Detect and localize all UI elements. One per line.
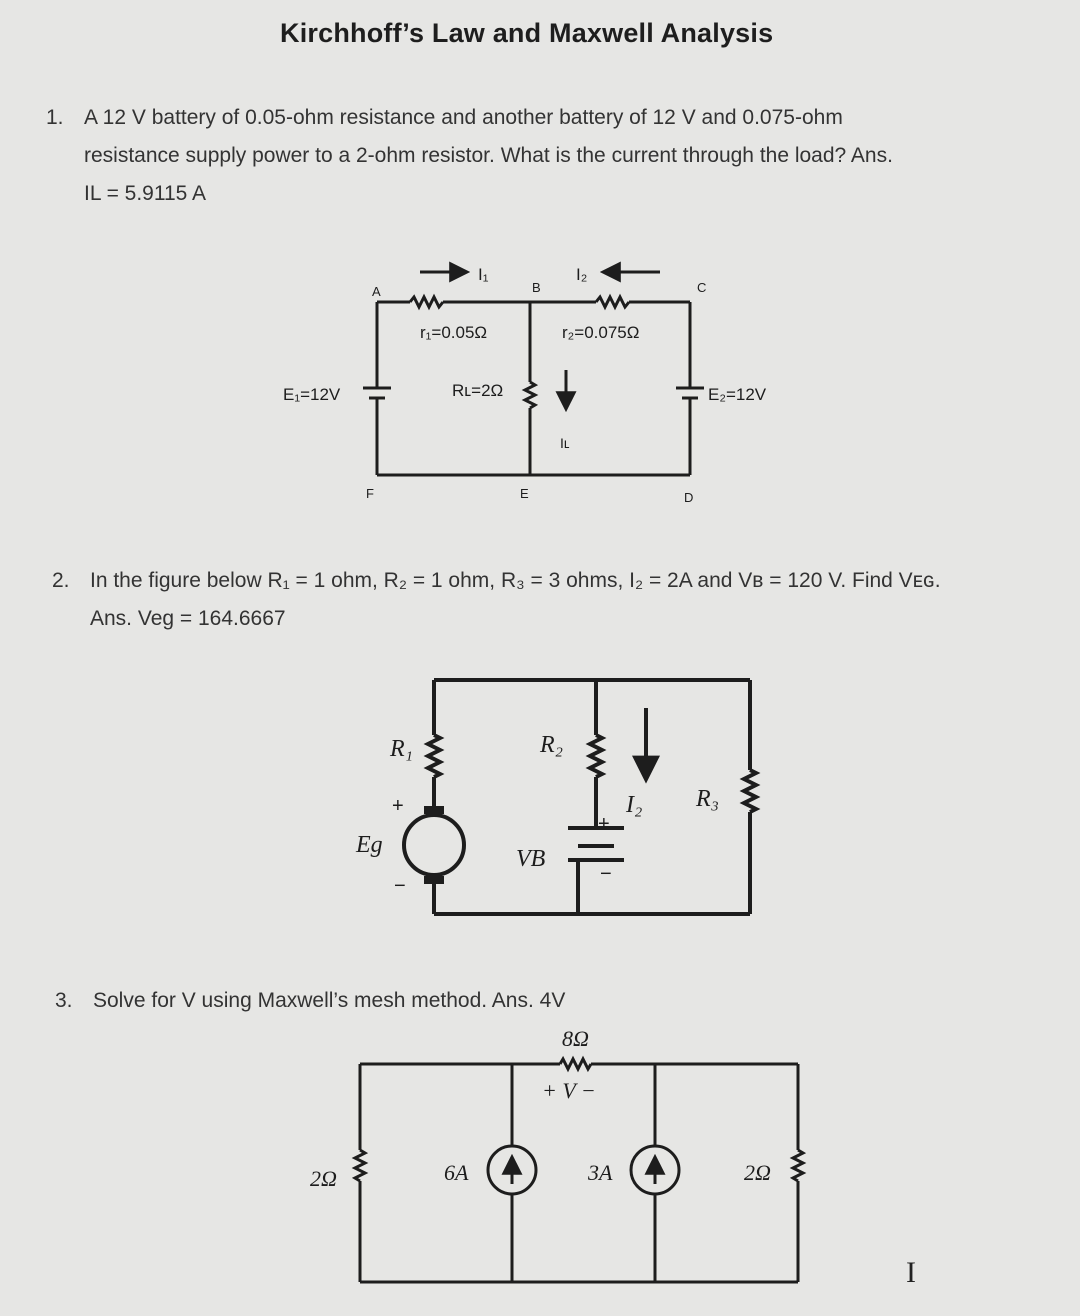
resistor-r1-symbol — [408, 293, 445, 311]
label-plus-vb: + — [598, 813, 610, 835]
label-r2: R₂ — [539, 732, 563, 758]
problem-2: 2. In the figure below R₁ = 1 ohm, R₂ = … — [52, 562, 941, 638]
problem-answer: IL = 5.9115 A — [84, 182, 207, 205]
resistor-r1-symbol — [423, 733, 445, 779]
label-2ohm-left: 2Ω — [310, 1166, 337, 1191]
node-label-e: E — [520, 486, 529, 501]
label-e2: E₂=12V — [708, 385, 767, 404]
label-rl: Rʟ=2Ω — [452, 381, 503, 400]
circuit-1 — [363, 261, 704, 477]
resistor-r2-symbol — [585, 733, 607, 779]
problem-number: 1. — [46, 106, 64, 129]
problem-text-line: resistance supply power to a 2-ohm resis… — [84, 144, 893, 167]
label-i2: I₂ — [576, 265, 587, 284]
label-r1: r₁=0.05Ω — [420, 323, 487, 342]
circuit-3-labels: 8Ω + V − 2Ω 2Ω 6A 3A — [310, 1026, 771, 1191]
node-label-f: F — [366, 486, 374, 501]
text-cursor-icon: I — [906, 1256, 916, 1289]
node-label-b: B — [532, 280, 541, 295]
label-i2: I₂ — [625, 792, 642, 818]
node-label-d: D — [684, 490, 693, 505]
battery-e2-symbol — [676, 386, 704, 400]
circuit-2-labels: R₁ R₂ R₃ Eg VB I₂ + − + − — [355, 732, 719, 897]
resistor-rl-symbol — [521, 380, 539, 410]
label-plus-eg: + — [392, 795, 404, 817]
problem-number: 2. — [52, 569, 70, 592]
label-r2: r₂=0.075Ω — [562, 323, 639, 342]
label-r3: R₃ — [695, 786, 719, 812]
circuit-3 — [351, 1055, 807, 1284]
resistor-2ohm-left-symbol — [351, 1148, 369, 1183]
label-3a: 3A — [587, 1160, 613, 1185]
label-il: Iʟ — [560, 435, 570, 451]
circuit-2 — [402, 678, 761, 916]
circuit-1-labels: A B C F E D I₁ I₂ Iʟ r₁=0.05Ω r₂=0.075Ω … — [283, 265, 767, 505]
problem-text-line: Solve for V using Maxwell’s mesh method.… — [93, 989, 566, 1012]
label-v: + V − — [542, 1078, 596, 1103]
problem-answer: Ans. Veg = 164.6667 — [90, 607, 286, 630]
page-title: Kirchhoff’s Law and Maxwell Analysis — [280, 18, 774, 48]
problem-text-line: In the figure below R₁ = 1 ohm, R₂ = 1 o… — [90, 569, 941, 592]
label-minus-eg: − — [394, 875, 406, 897]
label-e1: E₁=12V — [283, 385, 341, 404]
resistor-2ohm-right-symbol — [789, 1148, 807, 1183]
battery-vb-symbol — [568, 826, 624, 862]
node-label-c: C — [697, 280, 706, 295]
label-minus-vb: − — [600, 863, 612, 885]
generator-brushes — [424, 806, 444, 884]
label-eg: Eg — [355, 832, 383, 858]
resistor-r3-symbol — [739, 768, 761, 814]
resistor-8ohm-symbol — [558, 1055, 593, 1073]
problem-text-line: A 12 V battery of 0.05-ohm resistance an… — [84, 106, 843, 129]
problem-1: 1. A 12 V battery of 0.05-ohm resistance… — [46, 99, 893, 213]
label-8ohm: 8Ω — [562, 1026, 589, 1051]
label-i1: I₁ — [478, 265, 489, 284]
battery-e1-symbol — [363, 386, 391, 400]
problem-number: 3. — [55, 989, 73, 1012]
label-vb: VB — [516, 846, 546, 872]
problem-3: 3. Solve for V using Maxwell’s mesh meth… — [55, 982, 565, 1020]
node-label-a: A — [372, 284, 381, 299]
generator-eg-symbol — [402, 813, 466, 877]
label-6a: 6A — [444, 1160, 469, 1185]
resistor-r2-symbol — [594, 293, 631, 311]
label-r1: R₁ — [389, 736, 413, 762]
label-2ohm-right: 2Ω — [744, 1160, 771, 1185]
